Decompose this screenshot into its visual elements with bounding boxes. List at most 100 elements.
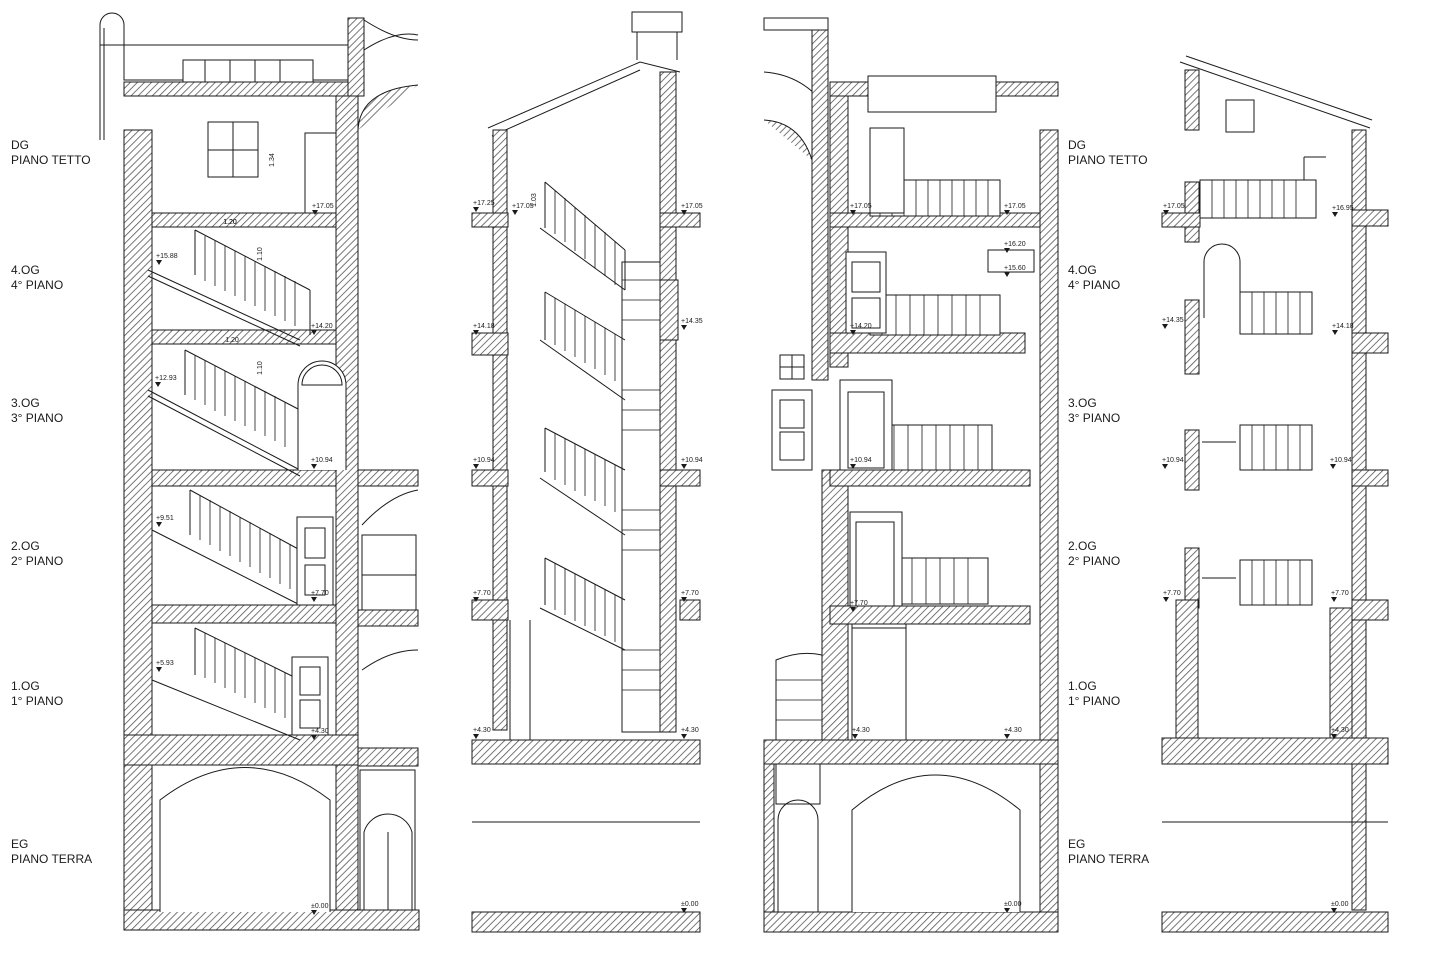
level-triangle-icon (156, 260, 162, 265)
level-value: +4.30 (1004, 727, 1022, 734)
level-value: +12.93 (155, 375, 177, 382)
level-mark: +17.05 (1004, 203, 1026, 215)
level-triangle-icon (850, 210, 856, 215)
level-mark: +15.60 (1004, 265, 1026, 277)
dimension-value: 1.10 (257, 247, 264, 261)
level-mark: +4.30 (1004, 727, 1022, 739)
level-triangle-icon (312, 210, 318, 215)
level-value: ±0.00 (311, 903, 329, 910)
level-value: +7.70 (1163, 590, 1181, 597)
level-mark: +17.05 (312, 203, 334, 215)
level-mark: +14.35 (681, 318, 703, 330)
level-triangle-icon (155, 382, 161, 387)
level-value: +17.05 (512, 203, 534, 210)
level-triangle-icon (681, 464, 687, 469)
level-mark: +14.35 (1162, 317, 1184, 329)
level-value: +17.05 (1004, 203, 1026, 210)
level-value: +4.30 (473, 727, 491, 734)
level-triangle-icon (1004, 734, 1010, 739)
level-value: +4.30 (1331, 727, 1349, 734)
level-mark: +10.94 (1330, 457, 1352, 469)
level-value: +17.25 (473, 200, 495, 207)
level-triangle-icon (681, 210, 687, 215)
level-triangle-icon (311, 597, 317, 602)
level-mark: +16.95 (1332, 205, 1354, 217)
level-value: +10.94 (1330, 457, 1352, 464)
level-mark: ±0.00 (1331, 901, 1349, 913)
level-triangle-icon (1332, 330, 1338, 335)
level-mark: +12.93 (155, 375, 177, 387)
level-value: +7.70 (473, 590, 491, 597)
level-value: +5.93 (156, 660, 174, 667)
level-mark: +15.88 (156, 253, 178, 265)
level-triangle-icon (512, 210, 518, 215)
level-mark: +4.30 (1331, 727, 1349, 739)
dimension-value: 1.20 (223, 219, 237, 226)
level-mark: +7.70 (473, 590, 491, 602)
level-triangle-icon (473, 464, 479, 469)
level-triangle-icon (156, 522, 162, 527)
level-mark: +14.18 (473, 323, 495, 335)
level-value: +7.70 (850, 600, 868, 607)
level-triangle-icon (311, 735, 317, 740)
level-value: +17.05 (312, 203, 334, 210)
level-triangle-icon (1162, 324, 1168, 329)
level-mark: +10.94 (311, 457, 333, 469)
level-mark: +10.94 (1162, 457, 1184, 469)
level-triangle-icon (1163, 597, 1169, 602)
level-triangle-icon (1331, 908, 1337, 913)
dimension-value: 1.20 (223, 219, 237, 226)
level-mark: +7.70 (1331, 590, 1349, 602)
section-b (471, 11, 701, 933)
level-value: ±0.00 (1004, 901, 1022, 908)
level-value: +17.05 (850, 203, 872, 210)
level-value: +4.30 (311, 728, 329, 735)
level-value: +10.94 (850, 457, 872, 464)
level-mark: +17.05 (681, 203, 703, 215)
level-mark: +14.20 (850, 323, 872, 335)
level-value: +16.95 (1332, 205, 1354, 212)
level-mark: +4.30 (852, 727, 870, 739)
level-mark: +17.05 (512, 203, 534, 215)
level-mark: +4.30 (473, 727, 491, 739)
level-triangle-icon (473, 734, 479, 739)
level-value: +10.94 (473, 457, 495, 464)
level-triangle-icon (1004, 210, 1010, 215)
dimension-value: 1.20 (225, 337, 239, 344)
level-triangle-icon (1331, 734, 1337, 739)
level-mark: +4.30 (681, 727, 699, 739)
level-triangle-icon (311, 910, 317, 915)
level-value: +15.88 (156, 253, 178, 260)
level-value: +7.70 (1331, 590, 1349, 597)
level-mark: +10.94 (473, 457, 495, 469)
level-mark: +10.94 (681, 457, 703, 469)
level-value: +14.18 (1332, 323, 1354, 330)
level-value: +16.20 (1004, 241, 1026, 248)
section-c (763, 17, 1059, 933)
level-triangle-icon (473, 207, 479, 212)
level-mark: ±0.00 (1004, 901, 1022, 913)
level-value: +4.30 (681, 727, 699, 734)
level-mark: +7.70 (850, 600, 868, 612)
level-value: +10.94 (311, 457, 333, 464)
level-triangle-icon (1331, 597, 1337, 602)
level-mark: +9.51 (156, 515, 174, 527)
level-mark: +17.05 (850, 203, 872, 215)
level-mark: +17.05 (1163, 203, 1185, 215)
level-triangle-icon (311, 330, 317, 335)
level-mark: +17.25 (473, 200, 495, 212)
level-mark: +7.70 (681, 590, 699, 602)
level-value: +14.35 (681, 318, 703, 325)
dimension-value: 1.10 (257, 361, 264, 375)
level-value: +7.70 (681, 590, 699, 597)
level-value: +17.05 (1163, 203, 1185, 210)
level-triangle-icon (850, 330, 856, 335)
